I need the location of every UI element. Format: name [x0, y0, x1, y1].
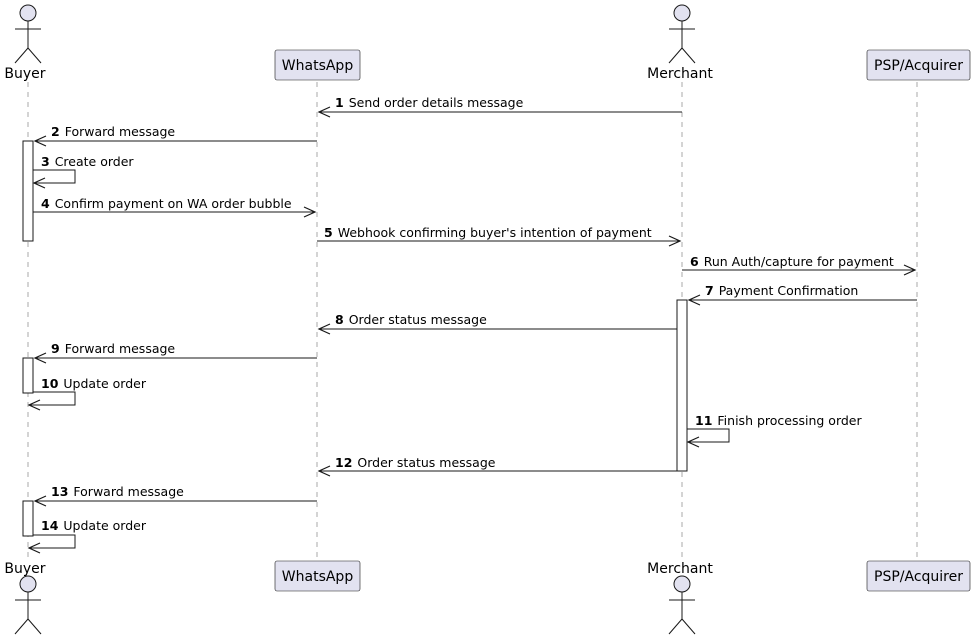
message-label: Forward message [73, 484, 184, 499]
message-number: 13 [51, 484, 68, 499]
arrow-left-icon [317, 106, 331, 118]
participant-label-psp: PSP/Acquirer [874, 569, 963, 585]
message-number: 12 [335, 455, 352, 470]
activation-merchant [676, 299, 688, 472]
actor-buyer-bottom: Buyer [4, 561, 46, 635]
message-number: 10 [41, 376, 59, 391]
arrow-left-icon [27, 399, 41, 411]
message-label: Webhook confirming buyer's intention of … [338, 225, 652, 240]
message-number: 9 [51, 341, 60, 356]
activation-bars [22, 140, 688, 537]
message-1: 1 Send order details message [317, 95, 682, 118]
participant-whatsapp-top: WhatsApp [274, 49, 361, 81]
message-5: 5 Webhook confirming buyer's intention of… [317, 225, 682, 247]
activation-buyer-2 [22, 357, 34, 394]
message-number: 2 [51, 124, 60, 139]
message-label: Order status message [349, 312, 487, 327]
stick-figure-icon [668, 4, 696, 64]
message-number: 5 [324, 225, 333, 240]
arrow-left-icon [317, 465, 331, 477]
message-number: 11 [695, 413, 712, 428]
message-8: 8 Order status message [317, 312, 677, 335]
arrow-left-icon [27, 542, 41, 554]
actor-merchant-bottom: Merchant [647, 561, 713, 635]
activation-buyer-3 [22, 500, 34, 537]
arrow-left-icon [32, 177, 46, 189]
message-number: 14 [41, 518, 59, 533]
arrow-left-icon [687, 294, 701, 306]
message-6: 6 Run Auth/capture for payment [682, 254, 917, 276]
actor-buyer-top: Buyer [4, 4, 46, 82]
participants-top: Buyer WhatsApp Merchant PSP/Acquirer [4, 4, 971, 82]
message-14: 14 Update order [27, 518, 147, 554]
message-label: Update order [63, 518, 146, 533]
message-label: Create order [55, 154, 135, 169]
message-13: 13 Forward message [33, 484, 317, 507]
participant-label-merchant: Merchant [647, 66, 713, 82]
message-11: 11 Finish processing order [686, 413, 862, 448]
message-label: Order status message [357, 455, 495, 470]
message-number: 8 [335, 312, 344, 327]
activation-buyer-1 [22, 140, 34, 242]
arrow-left-icon [317, 323, 331, 335]
participants-bottom: Buyer WhatsApp Merchant [4, 560, 971, 635]
arrow-left-icon [686, 436, 700, 448]
arrow-right-icon [303, 206, 317, 218]
stick-figure-icon [14, 4, 42, 64]
participant-psp-bottom: PSP/Acquirer [866, 560, 971, 592]
message-number: 3 [41, 154, 50, 169]
participant-label-buyer: Buyer [4, 66, 45, 82]
arrow-left-icon [33, 495, 47, 507]
participant-label-merchant: Merchant [647, 561, 713, 577]
message-label: Run Auth/capture for payment [704, 254, 894, 269]
participant-label-whatsapp: WhatsApp [282, 569, 354, 585]
actor-merchant-top: Merchant [647, 4, 713, 82]
message-number: 6 [690, 254, 699, 269]
message-label: Confirm payment on WA order bubble [55, 196, 292, 211]
message-label: Send order details message [349, 95, 524, 110]
message-10: 10 Update order [27, 376, 147, 411]
message-number: 7 [705, 283, 714, 298]
message-label: Payment Confirmation [719, 283, 859, 298]
participant-whatsapp-bottom: WhatsApp [274, 560, 361, 592]
message-number: 1 [335, 95, 344, 110]
arrow-left-icon [33, 135, 47, 147]
participant-label-buyer: Buyer [4, 561, 45, 577]
message-9: 9 Forward message [33, 341, 317, 364]
message-7: 7 Payment Confirmation [687, 283, 917, 306]
message-label: Finish processing order [717, 413, 862, 428]
message-4: 4 Confirm payment on WA order bubble [33, 196, 317, 218]
arrow-right-icon [668, 235, 682, 247]
arrow-right-icon [903, 264, 917, 276]
participant-label-whatsapp: WhatsApp [282, 58, 354, 74]
message-label: Forward message [65, 341, 176, 356]
participant-label-psp: PSP/Acquirer [874, 58, 963, 74]
arrow-left-icon [33, 352, 47, 364]
message-3: 3 Create order [32, 154, 134, 189]
message-12: 12 Order status message [317, 455, 677, 477]
message-2: 2 Forward message [33, 124, 317, 147]
stick-figure-icon [14, 575, 42, 635]
message-label: Forward message [65, 124, 176, 139]
stick-figure-icon [668, 575, 696, 635]
message-label: Update order [63, 376, 146, 391]
message-number: 4 [41, 196, 50, 211]
participant-psp-top: PSP/Acquirer [866, 49, 971, 81]
